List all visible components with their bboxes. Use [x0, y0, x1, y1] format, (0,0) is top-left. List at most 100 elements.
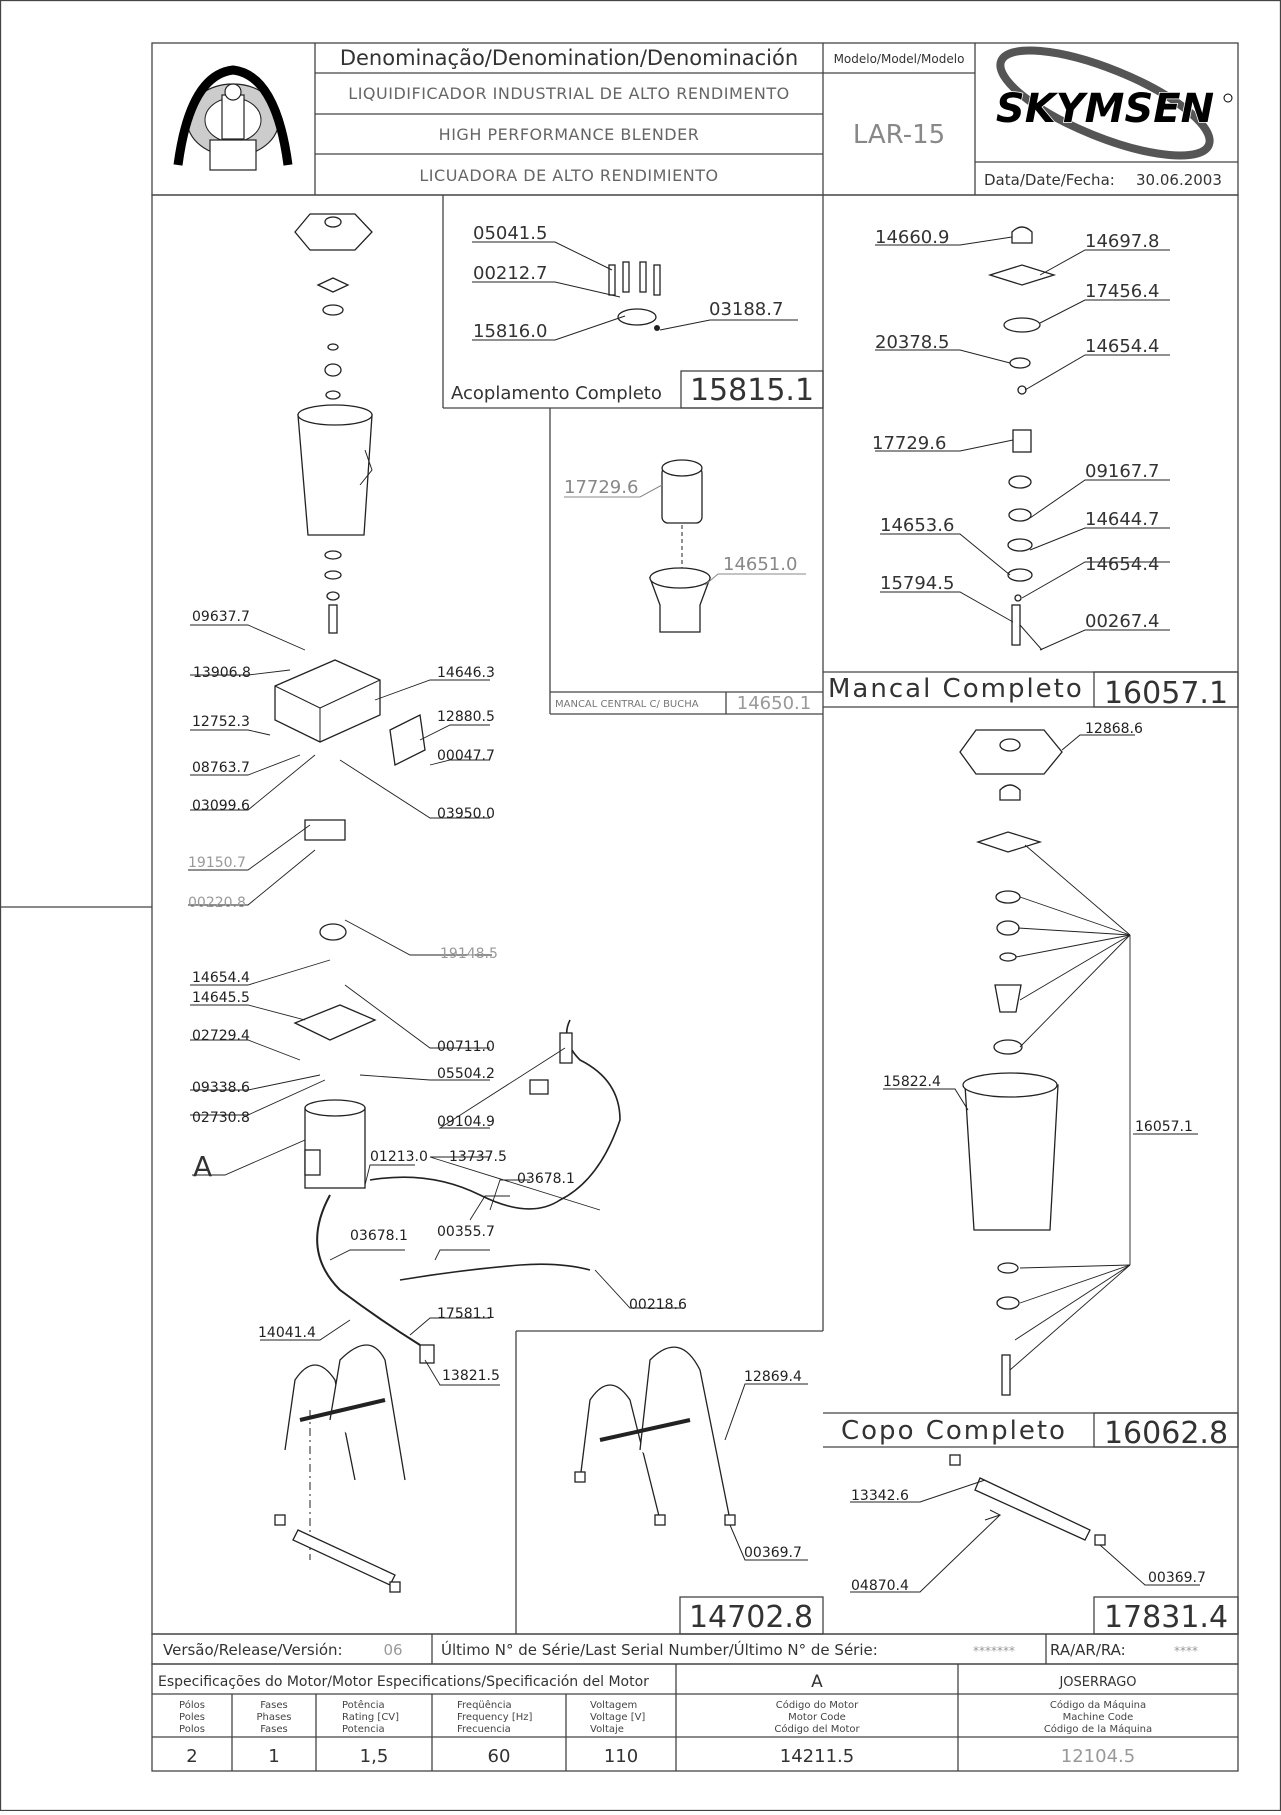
main-part-label: 00220.8 — [188, 895, 246, 911]
denomination-title: Denominação/Denomination/Denominación — [340, 46, 798, 70]
spec-value: 2 — [186, 1746, 197, 1767]
svg-text:Voltagem: Voltagem — [590, 1700, 637, 1711]
bearing-box: Mancal Completo 16057.1 14660.9 — [823, 226, 1239, 711]
serial-value: ******* — [973, 1644, 1015, 1658]
main-part-label: 02730.8 — [192, 1110, 250, 1126]
support-part-label: 13342.6 — [851, 1488, 909, 1504]
model-title: Modelo/Model/Modelo — [834, 52, 965, 66]
bearing-part-label: 14654.4 — [1085, 336, 1159, 357]
brand-logo: SKYMSEN — [995, 46, 1233, 160]
bearing-part-label: 14697.8 — [1085, 231, 1159, 252]
main-part-label: 09338.6 — [192, 1080, 250, 1096]
svg-text:Freqüência: Freqüência — [457, 1699, 512, 1711]
drawing-author: JOSERRAGO — [1058, 1675, 1136, 1690]
ra-label: RA/AR/RA: — [1050, 1641, 1126, 1659]
main-part-label: 03678.1 — [350, 1228, 408, 1244]
center-bearing-part-label: 14651.0 — [723, 554, 797, 575]
coupling-part-label: 05041.5 — [473, 223, 547, 244]
support-box: 17831.4 13342.6 04870.4 00369.7 — [850, 1454, 1239, 1635]
main-part-label: 14645.5 — [192, 990, 250, 1006]
svg-text:Código del Motor: Código del Motor — [774, 1723, 860, 1735]
motor-reference: A — [811, 1672, 823, 1692]
spec-value: 1,5 — [360, 1746, 389, 1767]
svg-text:Pólos: Pólos — [179, 1699, 205, 1711]
motor-spec-title: Especificações do Motor/Motor Especifica… — [158, 1674, 649, 1690]
stand-code: 14702.8 — [689, 1600, 813, 1635]
motor-spec-table: Especificações do Motor/Motor Especifica… — [151, 1663, 1239, 1772]
authorized-service-stamp — [173, 65, 293, 171]
brand-name: SKYMSEN — [996, 86, 1214, 132]
support-part-label: 04870.4 — [851, 1578, 909, 1594]
cup-title: Copo Completo — [841, 1416, 1067, 1446]
main-part-label: 00047.7 — [437, 748, 495, 764]
spec-col-frequency: Freqüência Frequency [Hz] Frecuencia 60 — [457, 1699, 533, 1767]
name-spanish: LICUADORA DE ALTO RENDIMIENTO — [419, 166, 718, 185]
spec-col-motor-code: Código do Motor Motor Code Código del Mo… — [774, 1699, 860, 1767]
main-part-label: 00218.6 — [629, 1297, 687, 1313]
svg-text:Código de la Máquina: Código de la Máquina — [1044, 1723, 1152, 1735]
spec-col-phases: Fases Phases Fases 1 — [256, 1700, 291, 1767]
cup-code: 16062.8 — [1104, 1416, 1228, 1451]
spec-value: 14211.5 — [780, 1746, 854, 1767]
cup-part-label: 12868.6 — [1085, 721, 1143, 737]
bearing-part-label: 09167.7 — [1085, 461, 1159, 482]
bearing-title: Mancal Completo — [828, 674, 1084, 704]
main-part-label: 00711.0 — [437, 1039, 495, 1055]
center-bearing-title: MANCAL CENTRAL C/ BUCHA — [555, 699, 699, 710]
main-part-label: 03678.1 — [517, 1171, 575, 1187]
main-part-label: 09637.7 — [192, 609, 250, 625]
main-part-label: 13906.8 — [193, 665, 251, 681]
svg-text:Frecuencia: Frecuencia — [457, 1724, 511, 1735]
support-code: 17831.4 — [1104, 1600, 1228, 1635]
main-part-label: 14654.4 — [192, 970, 250, 986]
svg-text:Poles: Poles — [179, 1712, 205, 1723]
center-bearing-part-label: 17729.6 — [564, 477, 638, 498]
coupling-title: Acoplamento Completo — [451, 383, 662, 404]
svg-text:Machine Code: Machine Code — [1063, 1712, 1134, 1723]
main-part-label: 09104.9 — [437, 1114, 495, 1130]
main-exploded-view: 09637.7 13906.8 14646.3 12752.3 12880.5 … — [188, 213, 687, 1593]
main-part-label: 03950.0 — [437, 806, 495, 822]
bearing-part-label: 17456.4 — [1085, 281, 1159, 302]
svg-text:Código do Motor: Código do Motor — [776, 1699, 859, 1711]
svg-text:Polos: Polos — [179, 1724, 205, 1735]
spec-value: 60 — [488, 1746, 511, 1767]
svg-text:Fases: Fases — [260, 1700, 288, 1711]
main-part-label: 12752.3 — [192, 714, 250, 730]
release-row: Versão/Release/Versión: 06 Último N° de … — [151, 1633, 1239, 1665]
model-value: LAR-15 — [853, 120, 945, 150]
svg-text:Frequency [Hz]: Frequency [Hz] — [457, 1712, 533, 1723]
coupling-part-label: 00212.7 — [473, 263, 547, 284]
bearing-part-label: 00267.4 — [1085, 611, 1159, 632]
coupling-part-label: 03188.7 — [709, 299, 783, 320]
bearing-part-label: 17729.6 — [872, 433, 946, 454]
main-part-label: 14646.3 — [437, 665, 495, 681]
main-part-label: 19148.5 — [440, 946, 498, 962]
main-part-label: 08763.7 — [192, 760, 250, 776]
bearing-part-label: 15794.5 — [880, 573, 954, 594]
main-part-label: 12880.5 — [437, 709, 495, 725]
svg-text:Motor Code: Motor Code — [788, 1712, 846, 1723]
spec-col-machine-code: Código da Máquina Machine Code Código de… — [1044, 1699, 1152, 1767]
bearing-parts-stack — [987, 226, 1057, 651]
coupling-code: 15815.1 — [690, 373, 814, 408]
svg-text:Voltaje: Voltaje — [590, 1724, 624, 1735]
spec-value: 12104.5 — [1061, 1746, 1135, 1767]
stand-part-label: 00369.7 — [744, 1545, 802, 1561]
title-block: Denominação/Denomination/Denominación LI… — [151, 42, 1239, 196]
svg-text:Código da Máquina: Código da Máquina — [1050, 1699, 1146, 1711]
bearing-code: 16057.1 — [1104, 676, 1228, 711]
cup-part-label: 16057.1 — [1135, 1119, 1193, 1135]
date-value: 30.06.2003 — [1136, 171, 1222, 189]
main-part-label: 02729.4 — [192, 1028, 250, 1044]
cup-part-label: 15822.4 — [883, 1074, 941, 1090]
main-part-label: 03099.6 — [192, 798, 250, 814]
spec-col-rating: Potência Rating [CV] Potencia 1,5 — [342, 1699, 399, 1767]
version-label: Versão/Release/Versión: — [163, 1641, 343, 1659]
coupling-box: Acoplamento Completo 15815.1 05041.5 002… — [442, 195, 824, 1331]
name-portuguese: LIQUIDIFICADOR INDUSTRIAL DE ALTO RENDIM… — [348, 84, 789, 103]
svg-text:Phases: Phases — [256, 1712, 291, 1723]
main-part-label: 05504.2 — [437, 1066, 495, 1082]
name-english: HIGH PERFORMANCE BLENDER — [439, 125, 700, 144]
